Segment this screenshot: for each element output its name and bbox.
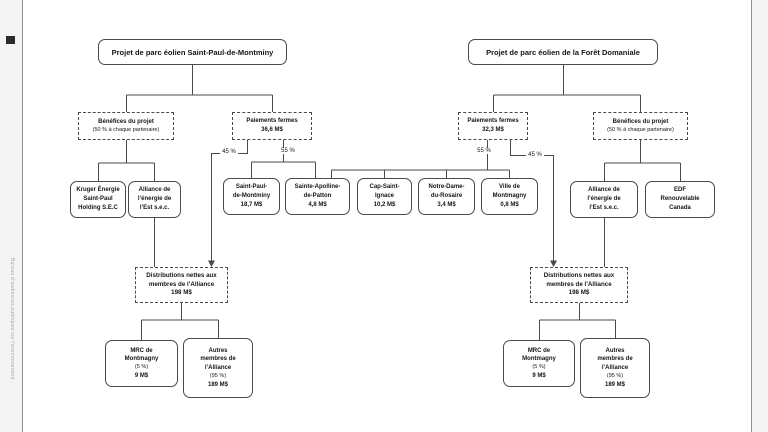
right-member2-amount: 189 M$ [604, 381, 625, 388]
municipality-box-cap-saint-ignace: Cap-Saint- Ignace 10,2 M$ [357, 178, 412, 215]
left-partner1-label: Kruger Énergie Saint-Paul Holding S.E.C [76, 187, 120, 211]
left-benefits-label: Bénéfices du projet [98, 118, 154, 125]
left-member1-box: MRC de Montmagny (5 %) 9 M$ [105, 340, 178, 387]
right-payments-label: Paiements fermes [467, 118, 519, 125]
municipality-name: Saint-Paul- de-Montminy [232, 184, 271, 200]
left-benefits-split [98, 140, 155, 181]
scan-mark [6, 36, 15, 44]
municipality-box-notre-dame: Notre-Dame- du-Rosaire 3,4 M$ [418, 178, 475, 215]
right-45pct-label: 45 % [526, 152, 544, 158]
right-distribution-split [539, 303, 616, 340]
municipality-box-saint-paul: Saint-Paul- de-Montminy 18,7 M$ [223, 178, 280, 215]
left-benefits-box: Bénéfices du projet (50 % à chaque parte… [78, 112, 174, 140]
left-project-title: Projet de parc éolien Saint-Paul-de-Mont… [111, 47, 274, 57]
municipality-amount: 3,4 M$ [437, 201, 456, 208]
right-partner1-box: Alliance de l’énergie de l’Est s.e.c. [570, 181, 638, 218]
left-member2-box: Autres membres de l’Alliance (95 %) 189 … [183, 338, 253, 398]
left-payments-box: Paiements fermes 36,6 M$ [232, 112, 312, 140]
left-benefits-detail: (50 % à chaque partenaire) [92, 126, 160, 133]
left-distribution-label: Distributions nettes aux membres de l’Al… [146, 271, 217, 288]
left-title-split [126, 65, 273, 112]
right-member1-name: MRC de Montmagny [522, 347, 556, 363]
right-benefits-split [604, 140, 681, 181]
left-member1-amount: 9 M$ [134, 372, 149, 379]
left-member1-pct: (5 %) [134, 364, 149, 370]
municipality-name: Cap-Saint- Ignace [369, 184, 400, 200]
left-member1-name: MRC de Montmagny [124, 347, 159, 363]
left-partner1-box: Kruger Énergie Saint-Paul Holding S.E.C [70, 181, 126, 218]
right-member2-pct: (95 %) [606, 372, 624, 379]
right-55pct-label: 55 % [475, 148, 493, 154]
left-55pct-label: 55 % [279, 148, 297, 154]
left-55-rail [251, 140, 316, 178]
right-benefits-box: Bénéfices du projet (50 % à chaque parte… [593, 112, 688, 140]
right-55-rail [331, 140, 510, 178]
margin-vertical-text: Bureau d’audiences publiques sur l’envir… [9, 258, 15, 380]
left-45pct-label: 45 % [220, 149, 238, 155]
municipality-amount: 4,8 M$ [308, 201, 327, 208]
left-distribution-split [141, 303, 219, 340]
left-member2-amount: 189 M$ [207, 381, 228, 388]
right-member1-box: MRC de Montmagny (5 %) 9 M$ [503, 340, 575, 387]
municipality-box-ville-montmagny: Ville de Montmagny 0,8 M$ [481, 178, 538, 215]
municipality-name: Ville de Montmagny [492, 184, 527, 200]
left-payments-label: Paiements fermes [246, 118, 298, 125]
right-partner1-label: Alliance de l’énergie de l’Est s.e.c. [587, 187, 621, 211]
left-distribution-amount: 198 M$ [171, 289, 192, 297]
left-payments-amount: 36,6 M$ [261, 127, 283, 133]
right-arrowhead [550, 260, 557, 267]
right-benefits-label: Bénéfices du projet [612, 118, 669, 125]
right-project-title-box: Projet de parc éolien de la Forêt Domani… [468, 39, 658, 65]
left-member2-name: Autres membres de l’Alliance [200, 347, 236, 372]
left-distribution-box: Distributions nettes aux membres de l’Al… [135, 267, 228, 303]
municipality-name: Notre-Dame- du-Rosaire [428, 184, 465, 200]
right-member1-amount: 9 M$ [532, 372, 546, 379]
right-partner2-box: EDF Renouvelable Canada [645, 181, 715, 218]
right-member2-name: Autres membres de l’Alliance [597, 347, 633, 372]
right-distribution-box: Distributions nettes aux membres de l’Al… [530, 267, 628, 303]
right-distribution-label: Distributions nettes aux membres de l’Al… [543, 271, 615, 288]
municipality-amount: 0,8 M$ [500, 201, 519, 208]
left-project-title-box: Projet de parc éolien Saint-Paul-de-Mont… [98, 39, 287, 65]
right-benefits-detail: (50 % à chaque partenaire) [607, 126, 674, 133]
municipality-amount: 18,7 M$ [240, 201, 263, 208]
right-project-title: Projet de parc éolien de la Forêt Domani… [486, 47, 640, 57]
municipality-name: Sainte-Apolline- de-Patton [294, 184, 341, 200]
right-member2-box: Autres membres de l’Alliance (95 %) 189 … [580, 338, 650, 398]
left-partner2-box: Alliance de l’énergie de l’Est s.e.c. [128, 181, 181, 218]
right-payments-amount: 32,3 M$ [482, 127, 504, 133]
left-arrowhead [208, 260, 215, 267]
right-distribution-amount: 198 M$ [568, 289, 590, 297]
right-member1-pct: (5 %) [532, 364, 546, 370]
municipality-amount: 10,2 M$ [373, 201, 396, 208]
left-partner2-label: Alliance de l’énergie de l’Est s.e.c. [137, 187, 172, 211]
right-partner2-label: EDF Renouvelable Canada [660, 187, 700, 211]
right-payments-box: Paiements fermes 32,3 M$ [458, 112, 528, 140]
municipality-box-sainte-apolline: Sainte-Apolline- de-Patton 4,8 M$ [285, 178, 350, 215]
right-title-split [493, 65, 641, 112]
left-member2-pct: (95 %) [209, 372, 227, 379]
